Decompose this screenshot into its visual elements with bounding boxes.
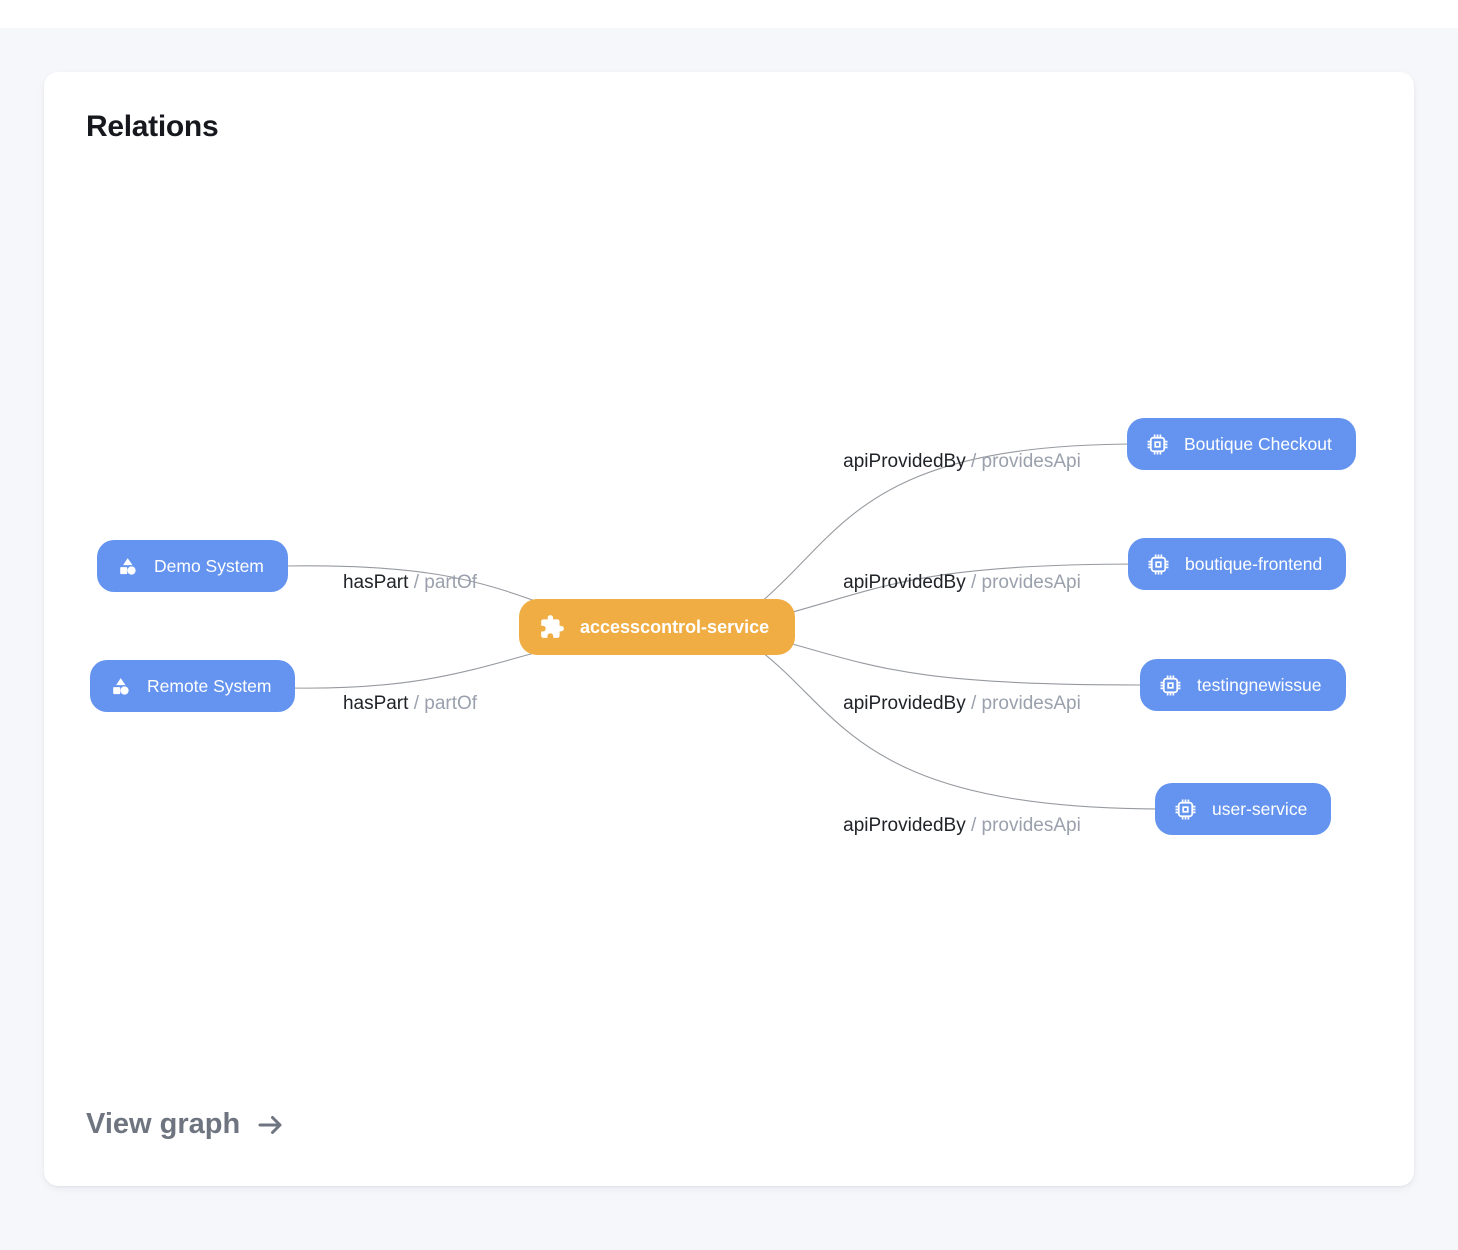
- arrow-right-icon: [253, 1110, 287, 1140]
- view-graph-label: View graph: [86, 1108, 241, 1140]
- node-demo-system[interactable]: Demo System: [97, 540, 288, 592]
- graph-edges: [283, 443, 1165, 810]
- node-boutique-frontend[interactable]: boutique-frontend: [1128, 538, 1347, 590]
- edge-label-haspart-1: hasPart / partOf: [342, 572, 478, 593]
- chip-icon: [1174, 798, 1197, 821]
- edge-line-haspart-demo: [283, 565, 550, 607]
- edge-line-api-frontend: [788, 563, 1140, 614]
- edge-line-api-checkout: [759, 443, 1140, 604]
- edge-label-api-1: apiProvidedBy / providesApi: [843, 451, 1081, 472]
- edge-label-api-4: apiProvidedBy / providesApi: [843, 815, 1081, 836]
- edge-label-haspart-2: hasPart / partOf: [342, 693, 478, 714]
- node-label: testingnewissue: [1197, 674, 1322, 695]
- relations-card: Relations hasPart / partOf hasPart / par…: [44, 72, 1414, 1186]
- node-boutique-checkout[interactable]: Boutique Checkout: [1127, 418, 1356, 470]
- node-label: Boutique Checkout: [1184, 433, 1332, 454]
- edge-line-api-user: [761, 651, 1165, 810]
- puzzle-icon: [539, 614, 565, 640]
- node-label: user-service: [1212, 798, 1308, 819]
- view-graph-link[interactable]: View graph: [86, 1108, 287, 1141]
- chip-icon: [1146, 433, 1169, 456]
- node-label: accesscontrol-service: [580, 616, 770, 637]
- edge-line-api-testing: [788, 642, 1150, 686]
- edge-label-api-3: apiProvidedBy / providesApi: [843, 693, 1081, 714]
- node-label: boutique-frontend: [1185, 553, 1323, 574]
- page-title: Relations: [86, 110, 219, 143]
- node-testingnewissue[interactable]: testingnewissue: [1140, 659, 1346, 711]
- edge-label-api-2: apiProvidedBy / providesApi: [843, 572, 1081, 593]
- edge-line-haspart-remote: [291, 648, 550, 689]
- node-label: Remote System: [147, 675, 272, 696]
- system-shapes-icon: [109, 675, 132, 698]
- node-remote-system[interactable]: Remote System: [90, 660, 296, 712]
- chip-icon: [1147, 553, 1170, 576]
- system-shapes-icon: [116, 555, 139, 578]
- node-accesscontrol-service[interactable]: accesscontrol-service: [519, 599, 796, 655]
- node-user-service[interactable]: user-service: [1155, 783, 1332, 835]
- chip-icon: [1159, 674, 1182, 697]
- node-label: Demo System: [154, 555, 264, 576]
